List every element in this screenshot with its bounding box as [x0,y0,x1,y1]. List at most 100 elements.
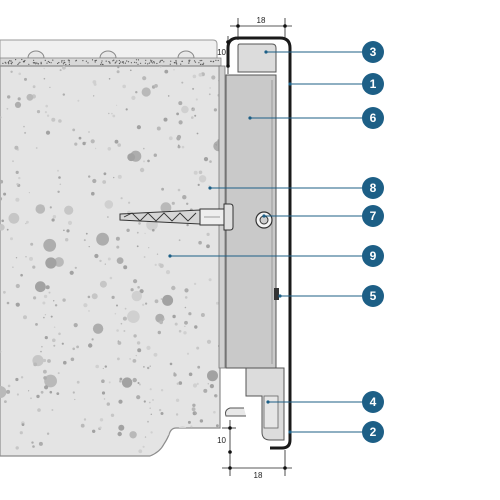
aggregate-speck [61,342,64,345]
aggregate-speck [54,304,58,307]
aggregate-speck [176,136,181,141]
aggregate-speck [41,345,43,348]
screed-dot [133,61,136,63]
aggregate-speck [117,341,122,345]
aggregate-speck [108,78,111,80]
aggregate-speck [23,315,27,320]
aggregate-speck [92,178,97,184]
aggregate-speck [44,385,49,390]
aggregate-speck [28,192,30,194]
aggregate-speck [116,104,118,106]
seal-beads [27,50,195,59]
aggregate-speck [94,147,97,150]
screed-dot [108,61,110,63]
screed-dot [100,63,102,65]
aggregate-speck [138,383,141,386]
aggregate-speck [160,389,164,392]
aggregate-speck [120,197,123,200]
screed-dot [19,61,21,64]
screed-dot [68,63,70,65]
aggregate-speck [165,270,171,275]
aggregate-speck [72,391,75,394]
aggregate-speck [78,136,82,140]
aggregate-speck [153,153,157,157]
aggregate-speck [143,147,145,150]
aggregate-speck [116,257,124,264]
aggregate-speck [188,372,193,377]
aggregate-speck [147,366,150,370]
aggregate-speck [32,265,36,269]
drip-nose [225,407,246,417]
screed-dot [11,63,13,65]
aggregate-speck [196,346,200,350]
aggregate-speck [161,187,165,191]
screed-dot [122,62,124,64]
screed-dot [65,63,67,66]
aggregate-speck [35,204,46,214]
aggregate-speck [160,202,172,214]
aggregate-speck [0,197,3,201]
aggregate-speck [209,160,212,163]
screed-dot [199,60,201,62]
aggregate-speck [30,397,32,400]
screed-dot [112,60,114,62]
aggregate-speck [23,125,25,128]
aggregate-speck [122,316,127,321]
callout-1: 1 [362,73,384,95]
aggregate-speck [168,136,173,141]
aggregate-speck [72,128,76,132]
aggregate-speck [195,98,198,101]
aggregate-speck [162,294,174,306]
aggregate-speck [30,242,34,246]
aggregate-speck [216,424,219,428]
dimension-ticks [226,24,287,470]
screed-dot [15,59,17,61]
aggregate-speck [95,364,99,369]
aggregate-speck [18,72,22,76]
screed-dot [91,59,94,61]
aggregate-speck [129,431,137,439]
aggregate-speck [107,216,109,218]
aggregate-speck [26,220,29,224]
aggregate-speck [137,382,140,384]
callout-5: 5 [362,285,384,307]
screed-dot [2,62,4,64]
screed-dot [23,60,25,63]
screed-dot [169,63,171,65]
aggregate-speck [50,315,53,318]
aggregate-speck [52,338,56,343]
aggregate-speck [44,374,57,388]
screed-dot [137,63,139,65]
aggregate-speck [46,114,50,117]
aggregate-speck [118,399,123,404]
aggregate-speck [57,169,59,172]
aggregate-speck [167,95,170,97]
aggregate-speck [72,347,75,351]
aggregate-speck [199,419,204,423]
concrete-aggregate [0,66,220,456]
aggregate-speck [184,288,189,293]
fixing-screw [255,211,273,229]
aggregate-speck [10,237,13,241]
aggregate-speck [158,408,162,412]
screed-dot [8,63,10,65]
aggregate-speck [181,81,184,84]
aggregate-speck [152,228,155,232]
screed-dot [124,62,126,64]
aggregate-speck [103,172,107,176]
aggregate-speck [62,298,66,302]
aggregate-speck [133,279,138,284]
aggregate-speck [35,281,46,293]
aggregate-speck [182,195,187,200]
aggregate-speck [83,239,86,242]
aggregate-speck [33,296,37,300]
aggregate-speck [43,238,57,252]
aggregate-speck [208,278,212,282]
aggregate-speck [83,418,87,421]
screed-dot [212,61,214,63]
screed-dots [2,58,219,66]
aggregate-speck [26,93,34,101]
screed-dot [151,60,153,62]
aggregate-speck [206,244,210,249]
